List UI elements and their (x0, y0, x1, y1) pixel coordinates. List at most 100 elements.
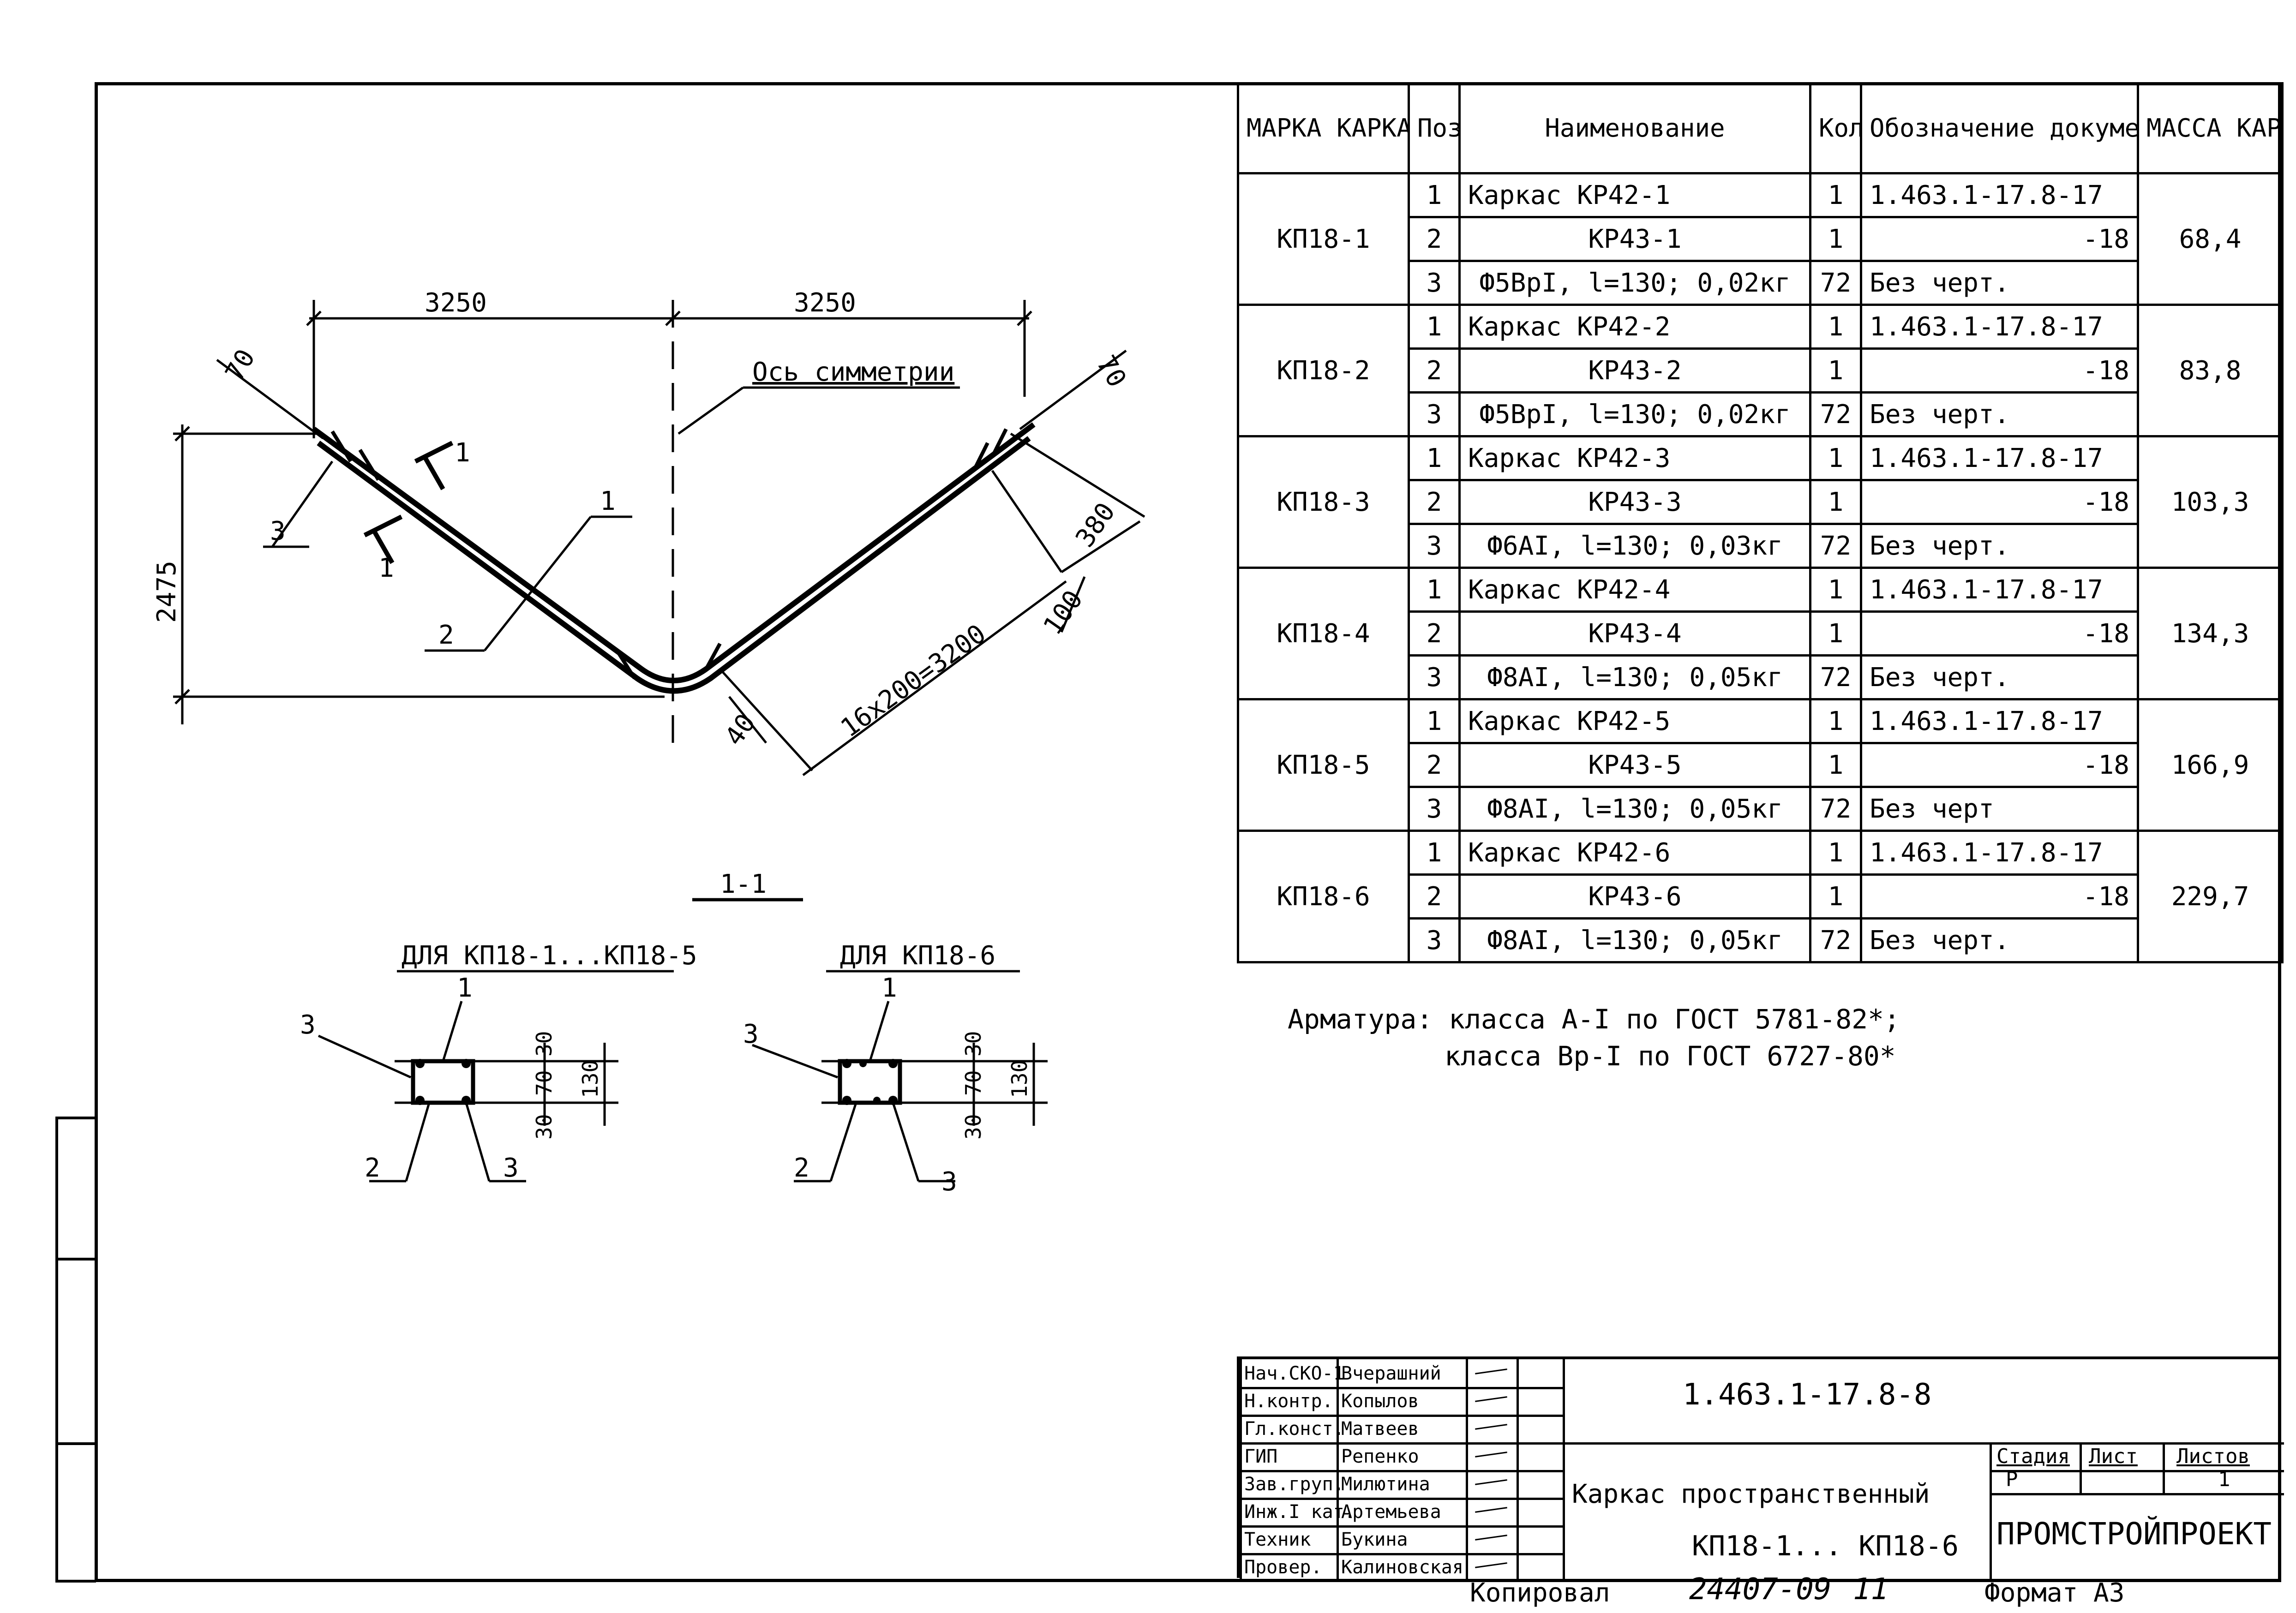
cell-qty: 1 (1809, 742, 1862, 788)
cell-pos: 3 (1408, 917, 1461, 963)
role-label: Зав.груп. (1244, 1474, 1344, 1495)
sec-a-dim-130: 130 (578, 1060, 603, 1098)
cell-name: Каркас КР42-3 (1458, 435, 1811, 481)
cell-pos: 1 (1408, 304, 1461, 350)
cell-doc: 1.463.1-17.8-17 (1860, 830, 2139, 876)
sec-b-callout-1: 1 (881, 973, 897, 1003)
cell-doc: 1.463.1-17.8-17 (1860, 567, 2139, 613)
cell-name: Каркас КР42-5 (1458, 698, 1811, 744)
cell-doc: Без черт (1860, 786, 2139, 832)
axis-label: Ось симметрии (752, 357, 954, 387)
callout-2: 2 (438, 620, 454, 650)
sec-b-dim-70: 70 (961, 1070, 986, 1096)
person-name: Букина (1341, 1529, 1408, 1550)
dim-70-right: 70 (1091, 351, 1132, 393)
sec-a-callout-1: 1 (457, 973, 473, 1003)
dim-spacing: 16x200=3200 (835, 619, 991, 744)
inv-number: 24407-09 (1689, 1572, 1832, 1607)
specification-table: МАРКА КАРКАСА Поз. Наименование Кол. Обо… (1237, 82, 2284, 963)
sec-b-callout-3b: 3 (941, 1167, 957, 1197)
cell-qty: 1 (1809, 216, 1862, 262)
cell-name: Каркас КР42-2 (1458, 304, 1811, 350)
person-name: Артемьева (1341, 1501, 1441, 1523)
cell-name: Ф5ВрI, l=130; 0,02кг (1458, 391, 1811, 437)
role-label: Техник (1244, 1529, 1311, 1550)
cell-qty: 1 (1809, 435, 1862, 481)
signature (1475, 1507, 1507, 1513)
sheets-label: Листов (2176, 1445, 2250, 1468)
signature (1475, 1424, 1507, 1430)
person-name: Матвеев (1341, 1418, 1419, 1440)
callout-1: 1 (600, 486, 616, 516)
role-label: Н.контр. (1244, 1391, 1333, 1412)
cell-qty: 1 (1809, 304, 1862, 350)
dim-100: 100 (1037, 585, 1089, 640)
header-doc: Обозначение документа (1860, 82, 2139, 174)
organization: ПРОМСТРОЙПРОЕКТ (1996, 1516, 2272, 1552)
sec-a-dim-30a: 30 (532, 1031, 557, 1057)
signature (1475, 1368, 1507, 1374)
inv-sheet: 11 (1853, 1572, 1889, 1607)
cell-mass: 68,4 (2137, 172, 2284, 306)
cell-pos: 2 (1408, 873, 1461, 920)
person-name: Копылов (1341, 1391, 1419, 1412)
cell-doc: -18 (1860, 479, 2139, 525)
cell-qty: 1 (1809, 830, 1862, 876)
header-pos: Поз. (1408, 82, 1461, 174)
cell-pos: 3 (1408, 523, 1461, 569)
cell-mark: КП18-6 (1237, 830, 1410, 963)
dim-40: 40 (719, 709, 761, 752)
cell-doc: 1.463.1-17.8-17 (1860, 698, 2139, 744)
cell-pos: 2 (1408, 216, 1461, 262)
cell-qty: 72 (1809, 391, 1862, 437)
cell-qty: 1 (1809, 610, 1862, 657)
section-a-title: ДЛЯ КП18-1...КП18-5 (402, 941, 697, 971)
cell-doc: 1.463.1-17.8-17 (1860, 172, 2139, 218)
cell-doc: 1.463.1-17.8-17 (1860, 304, 2139, 350)
sec-a-callout-3b: 3 (503, 1153, 519, 1183)
cell-name: КР43-2 (1458, 347, 1811, 394)
cell-doc: -18 (1860, 216, 2139, 262)
cell-name: КР43-1 (1458, 216, 1811, 262)
cell-qty: 72 (1809, 260, 1862, 306)
sheets-value: 1 (2218, 1468, 2230, 1491)
sec-b-dim-30b: 30 (961, 1114, 986, 1140)
cell-doc: -18 (1860, 610, 2139, 657)
cell-qty: 1 (1809, 479, 1862, 525)
cell-pos: 2 (1408, 347, 1461, 394)
signature (1475, 1562, 1507, 1568)
cell-pos: 1 (1408, 698, 1461, 744)
cell-mass: 229,7 (2137, 830, 2284, 963)
cell-name: КР43-3 (1458, 479, 1811, 525)
cell-doc: 1.463.1-17.8-17 (1860, 435, 2139, 481)
callout-3: 3 (270, 516, 286, 546)
sec-a-dim-30b: 30 (532, 1114, 557, 1140)
role-label: Гл.конст. (1244, 1418, 1344, 1440)
sec-b-dim-130: 130 (1007, 1060, 1032, 1098)
cell-doc: Без черт. (1860, 391, 2139, 437)
title-line-2: КП18-1... КП18-6 (1692, 1530, 1959, 1562)
cell-pos: 3 (1408, 786, 1461, 832)
header-mark: МАРКА КАРКАСА (1237, 82, 1410, 174)
role-label: ГИП (1244, 1446, 1278, 1467)
cell-qty: 72 (1809, 786, 1862, 832)
sec-a-callout-2: 2 (365, 1153, 380, 1183)
cell-doc: Без черт. (1860, 654, 2139, 700)
cell-mark: КП18-2 (1237, 304, 1410, 437)
cell-doc: -18 (1860, 873, 2139, 920)
cell-qty: 1 (1809, 172, 1862, 218)
cell-name: Каркас КР42-6 (1458, 830, 1811, 876)
sec-b-callout-2: 2 (794, 1153, 809, 1183)
note-line-2: класса Вр-I по ГОСТ 6727-80* (1445, 1040, 1896, 1072)
cell-qty: 72 (1809, 523, 1862, 569)
section-title: 1-1 (720, 869, 767, 899)
cell-name: Каркас КР42-1 (1458, 172, 1811, 218)
